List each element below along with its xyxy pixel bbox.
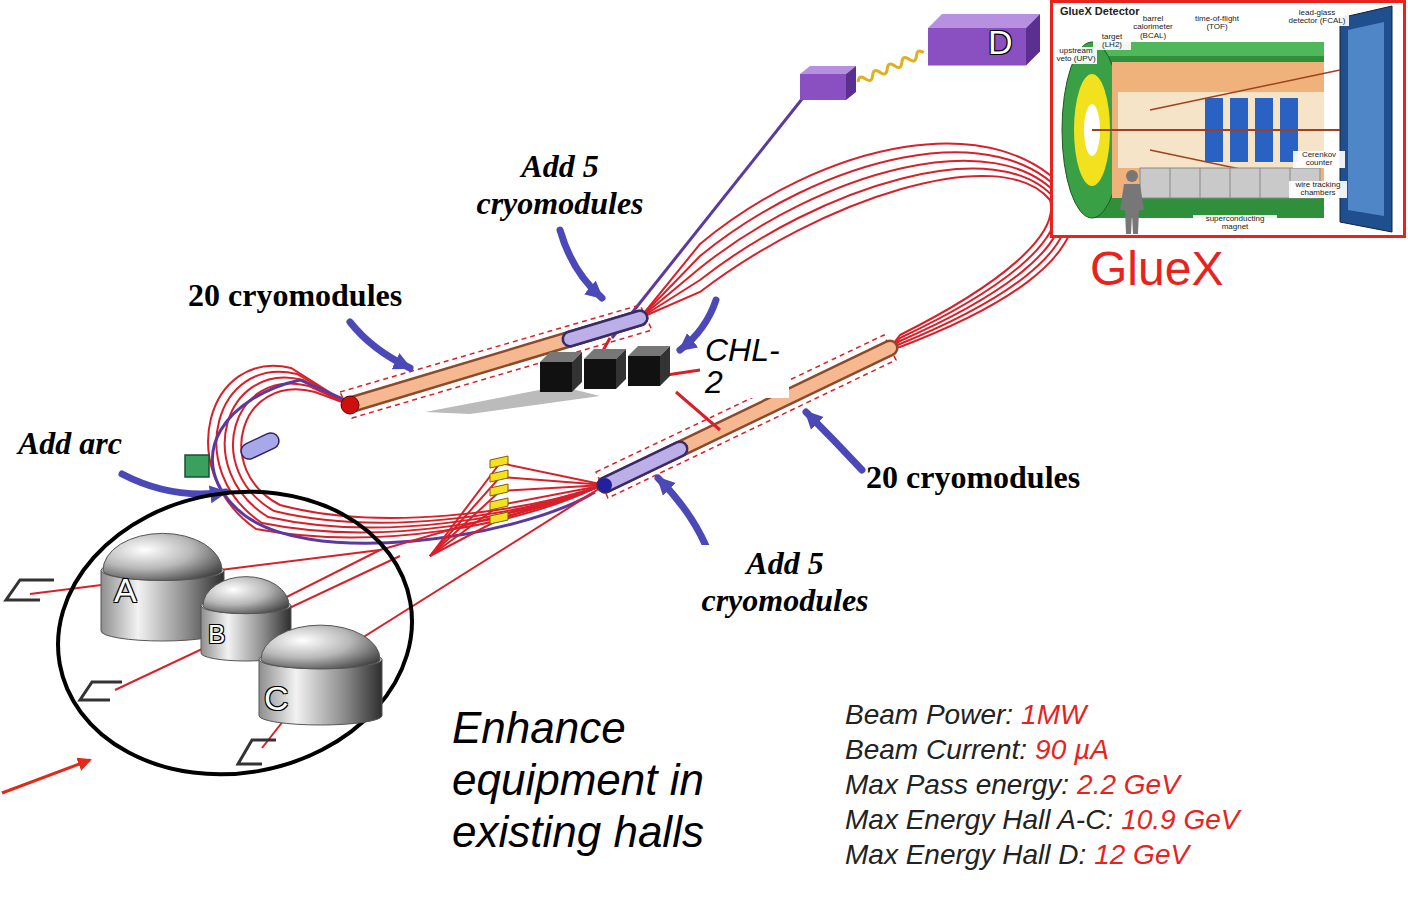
callout-label: Add arc xyxy=(18,424,122,462)
hall-d-box: D xyxy=(928,14,1040,65)
detector-picture xyxy=(1120,184,1144,234)
chl-building xyxy=(540,362,572,392)
part-label: upstream veto (UPV) xyxy=(1055,47,1097,64)
box-face xyxy=(928,14,1040,28)
spreader-magnets xyxy=(490,512,508,524)
north-linac xyxy=(350,318,640,405)
spec-value: 2.2 GeV xyxy=(1077,767,1180,802)
chl-building xyxy=(628,356,660,386)
spec-key: Max Energy Hall A-C: xyxy=(845,802,1113,837)
hall-beamlines xyxy=(430,477,605,556)
experiment-name: GlueX xyxy=(1090,240,1223,298)
tagger-box xyxy=(800,50,925,100)
hall-beamlines xyxy=(430,485,605,556)
north-linac xyxy=(341,396,359,414)
spreader-magnets xyxy=(490,498,508,510)
beam-dumps xyxy=(80,682,122,700)
hall-dome xyxy=(261,625,380,669)
injector-arrow xyxy=(2,760,90,793)
part-label: barrel calorimeter (BCAL) xyxy=(1123,15,1183,40)
north-linac xyxy=(350,318,640,405)
spreader-magnets xyxy=(490,456,508,524)
hall-dome xyxy=(203,577,289,614)
chl-building xyxy=(616,349,626,389)
callout-arrows xyxy=(806,412,862,470)
callout-arrows xyxy=(350,322,410,368)
spreader-magnets xyxy=(490,456,508,468)
part-label: time-of-flight (TOF) xyxy=(1193,15,1241,32)
spec-key: Max Energy Hall D: xyxy=(845,837,1086,872)
chl-building xyxy=(660,346,670,386)
north-linac xyxy=(570,318,640,339)
callout-arrows xyxy=(122,474,226,494)
chl-building xyxy=(584,359,616,389)
spec-value: 10.9 GeV xyxy=(1121,802,1239,837)
tagger-box xyxy=(846,66,856,100)
callout-arrows xyxy=(122,230,862,546)
node-title: C xyxy=(264,680,289,717)
tagger-box xyxy=(857,50,926,86)
spec-key: Max Pass energy: xyxy=(845,767,1069,802)
spec-value: 90 µA xyxy=(1035,732,1109,767)
hall-beamlines xyxy=(430,485,605,556)
part-label: target (LH2) xyxy=(1093,33,1131,50)
chl-building xyxy=(425,338,720,430)
inset-panel: GlueX Detectorbarrel calorimeter (BCAL)t… xyxy=(1050,0,1406,238)
hall-beamlines xyxy=(430,463,605,556)
spreader-magnets xyxy=(490,484,508,496)
detector-picture xyxy=(1092,129,1340,131)
hall-d-beamline xyxy=(212,94,806,543)
north-linac xyxy=(570,318,640,339)
part-label: Cerenkov counter xyxy=(1293,151,1345,168)
callout-label: Add 5 cryomodules xyxy=(670,545,900,619)
detector-picture xyxy=(1348,22,1384,216)
note-text: Enhance equipment in existing halls xyxy=(452,702,782,858)
linac-outlines xyxy=(340,305,896,498)
callout-label: Add 5 cryomodules xyxy=(445,148,675,222)
north-linac xyxy=(341,318,640,414)
halls-outline xyxy=(35,464,434,802)
callout-arrows xyxy=(658,478,706,546)
beam-dumps xyxy=(238,740,276,764)
chl-building xyxy=(572,352,582,392)
linac-outlines xyxy=(596,335,896,498)
new-arc-block xyxy=(185,455,209,477)
detector-picture xyxy=(1126,170,1138,182)
detector-picture xyxy=(1340,6,1392,232)
part-label: lead-glass detector (FCAL) xyxy=(1285,9,1349,26)
node-title: A xyxy=(114,572,137,609)
part-label: wire tracking chambers xyxy=(1289,181,1347,198)
spec-value: 12 GeV xyxy=(1094,837,1189,872)
beam-dumps xyxy=(6,580,54,600)
hall-c-dome: C xyxy=(258,622,383,726)
detector-picture xyxy=(1170,168,1290,198)
detector-picture xyxy=(1050,0,1406,238)
linac-outlines xyxy=(340,305,652,418)
tagger-box xyxy=(800,74,846,100)
south-linac xyxy=(598,478,612,492)
callout-label: 20 cryomodules xyxy=(866,458,1080,496)
spec-key: Beam Current: xyxy=(845,732,1027,767)
node-title: D xyxy=(988,24,1013,61)
new-arc-magnet xyxy=(238,430,281,461)
node-title: B xyxy=(208,620,225,649)
detector-picture xyxy=(1150,70,1340,110)
south-linac xyxy=(605,449,680,485)
hall-beamlines xyxy=(430,485,605,556)
south-linac xyxy=(605,449,680,485)
hall-d-box-outline xyxy=(928,14,1040,65)
detector-picture xyxy=(1050,0,1406,238)
spec-value: 1MW xyxy=(1021,697,1086,732)
part-label: superconducting magnet xyxy=(1193,215,1277,232)
spec-key: Beam Power: xyxy=(845,697,1013,732)
callout-arrows xyxy=(560,230,602,298)
box-face xyxy=(1026,14,1040,65)
spreader-magnets xyxy=(490,470,508,482)
callout-label: 20 cryomodules xyxy=(188,276,402,314)
recirculation-arcs xyxy=(216,372,605,533)
callout-label: CHL-2 xyxy=(705,334,789,398)
